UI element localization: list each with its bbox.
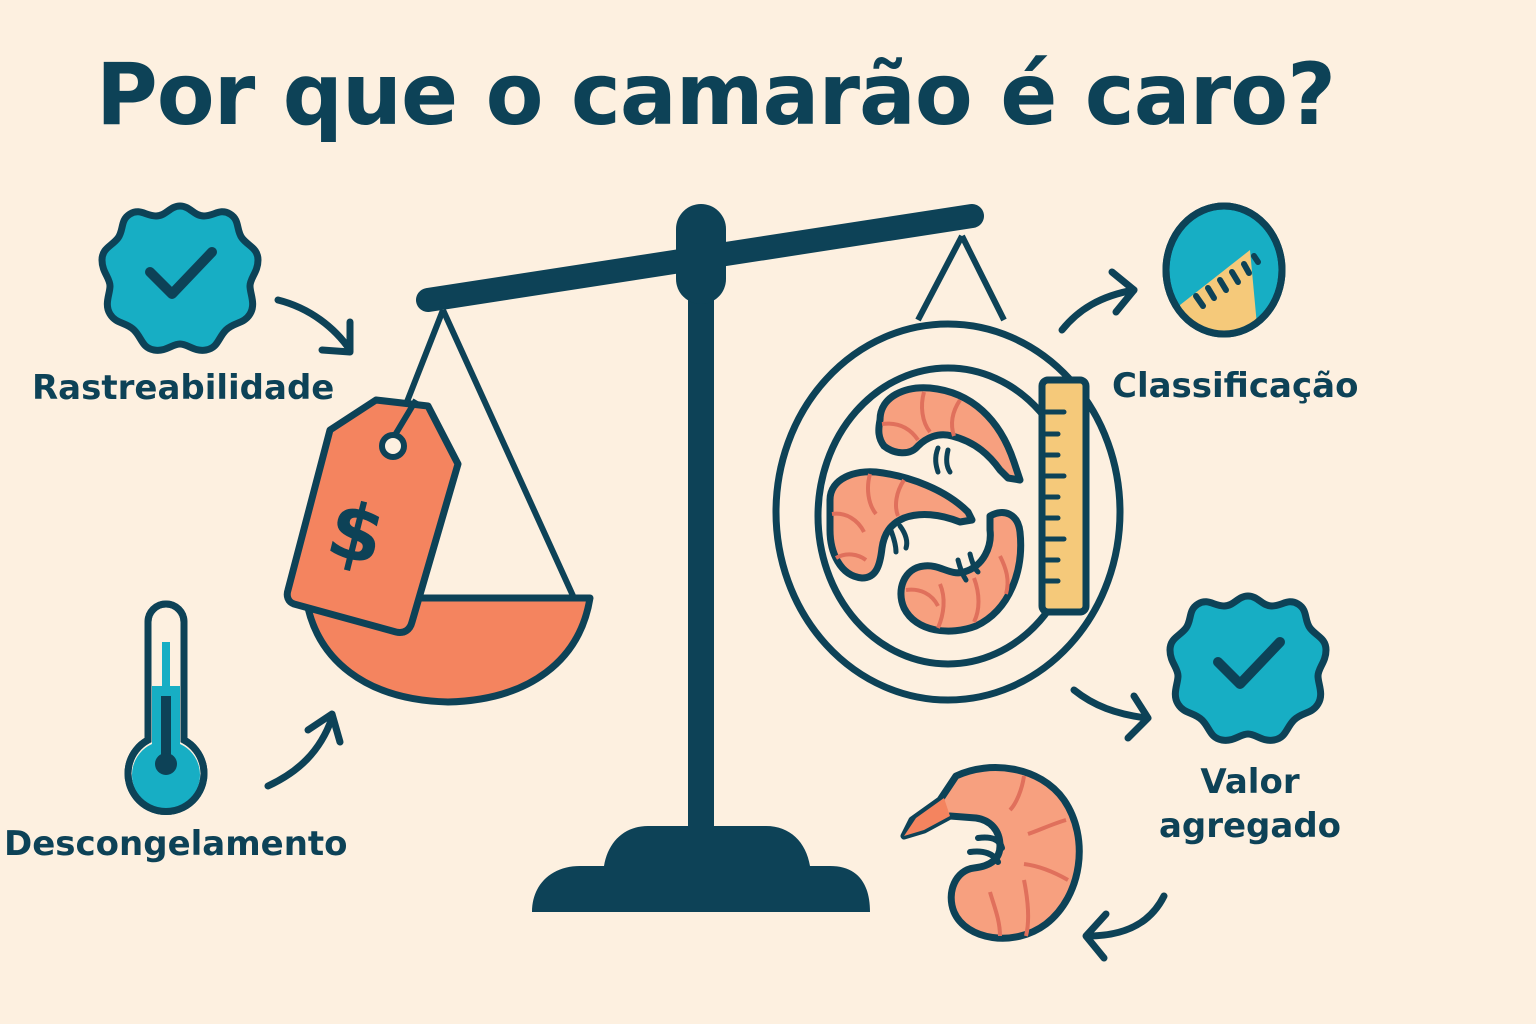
shrimp-icon xyxy=(826,468,976,582)
page-title: Por que o camarão é caro? xyxy=(96,45,1336,145)
badge-check-icon xyxy=(1170,596,1326,740)
ruler-circle-icon xyxy=(1162,202,1286,338)
balance-scale-icon: $ xyxy=(283,204,1124,912)
arrow-icon xyxy=(1082,892,1168,962)
label-valor-line1: Valor xyxy=(1200,762,1300,802)
shrimp-icon xyxy=(875,384,1024,484)
arrow-icon xyxy=(1058,268,1138,334)
label-valor-agregado: Valor agregado xyxy=(1150,760,1350,848)
ruler-icon xyxy=(1038,376,1090,616)
label-descongelamento: Descongelamento xyxy=(4,824,348,864)
arrow-icon xyxy=(1070,686,1152,742)
badge-check-icon xyxy=(102,206,258,350)
label-rastreabilidade: Rastreabilidade xyxy=(32,368,335,408)
label-classificacao: Classificação xyxy=(1112,366,1359,406)
thermometer-icon xyxy=(124,600,208,815)
shrimp-icon xyxy=(900,764,1083,942)
shrimp-icon xyxy=(897,509,1025,635)
arrow-icon xyxy=(264,710,344,790)
arrow-icon xyxy=(274,296,354,356)
price-tag-icon: $ xyxy=(283,396,462,636)
label-valor-line2: agregado xyxy=(1158,806,1342,847)
